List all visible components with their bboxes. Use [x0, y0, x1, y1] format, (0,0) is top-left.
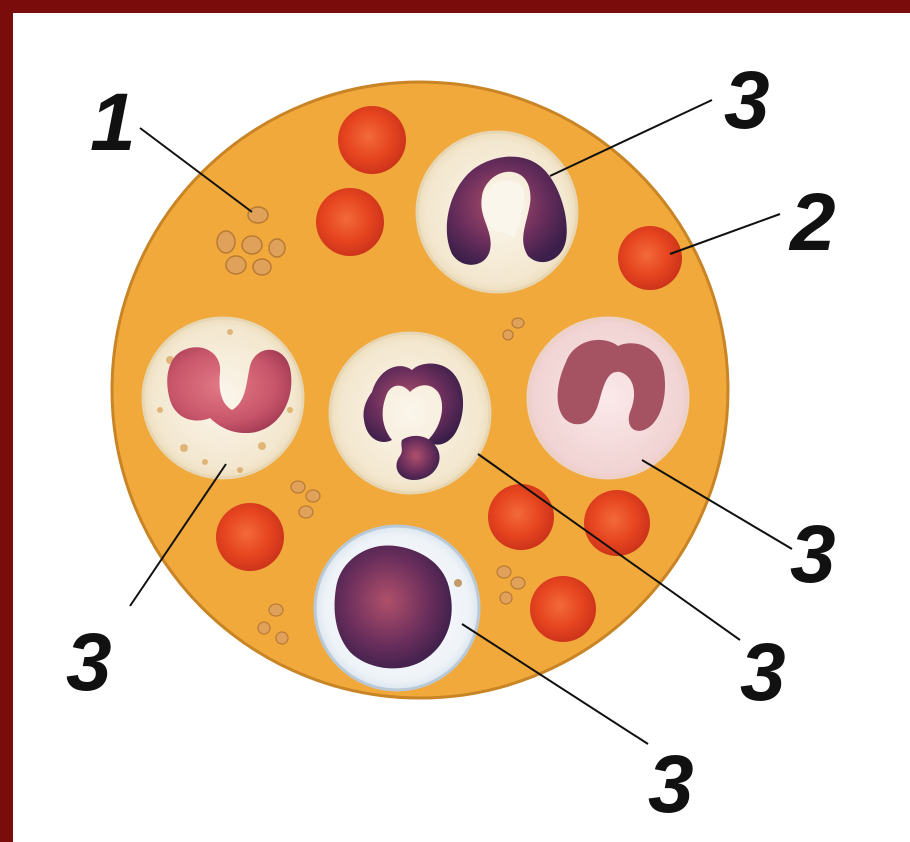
leukocyte-bottom: [315, 526, 479, 690]
label-leukocyte-top: 3: [724, 55, 770, 146]
label-leukocyte-left: 3: [66, 617, 112, 708]
erythrocyte: [338, 106, 406, 174]
label-leukocyte-center: 3: [740, 627, 786, 718]
leukocyte-top: [417, 132, 577, 292]
leukocyte-left: [143, 318, 303, 478]
label-platelets: 1: [90, 77, 136, 168]
erythrocyte: [618, 226, 682, 290]
erythrocyte: [316, 188, 384, 256]
erythrocyte: [584, 490, 650, 556]
label-leukocyte-right: 3: [790, 509, 836, 600]
label-leukocyte-bottom: 3: [648, 739, 694, 830]
leukocyte-right: [528, 318, 688, 478]
erythrocyte: [216, 503, 284, 571]
leukocyte-center: [330, 333, 490, 493]
erythrocyte: [488, 484, 554, 550]
erythrocyte: [530, 576, 596, 642]
label-erythrocyte: 2: [788, 177, 836, 268]
